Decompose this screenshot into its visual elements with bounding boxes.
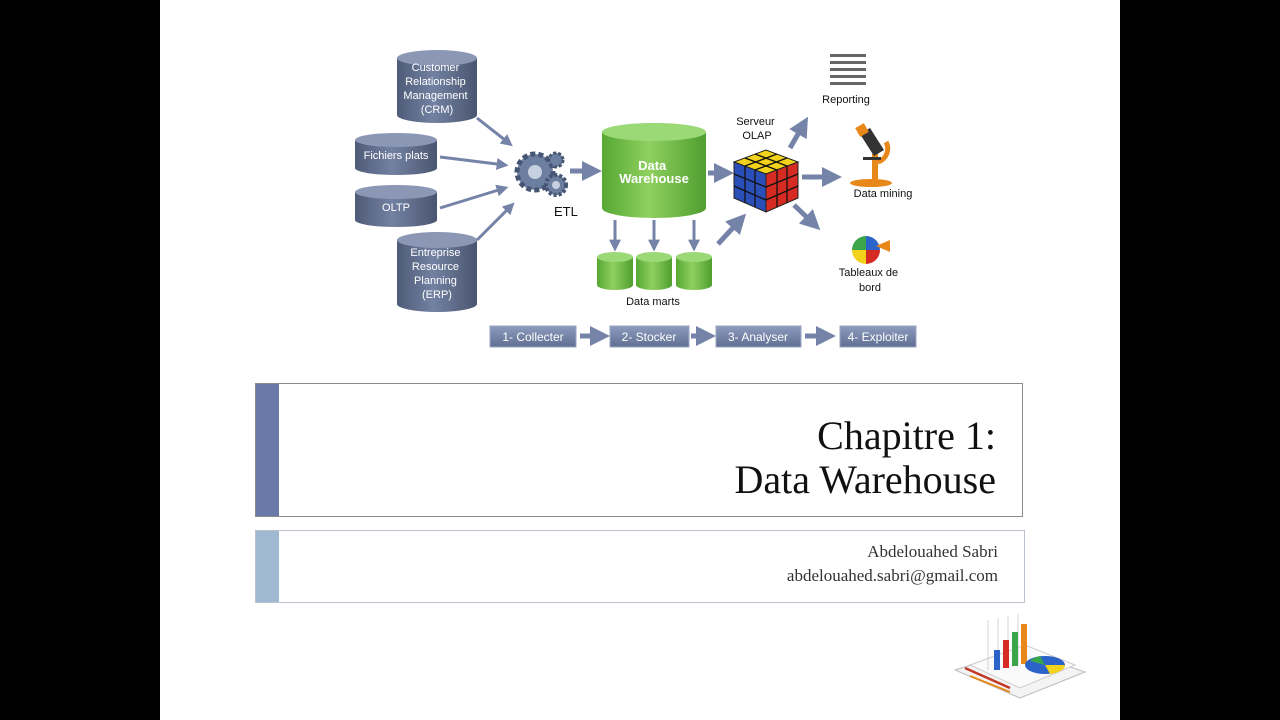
olap-arrows [708, 163, 747, 246]
crm-text-3: Management [403, 90, 467, 102]
output-arrows [787, 116, 842, 231]
warehouse-label-2: Warehouse [619, 171, 689, 186]
charts-clipart-icon [953, 614, 1087, 699]
step-stocker: 2- Stocker [609, 325, 690, 348]
olap-label-1: Serveur [736, 116, 775, 128]
olap-cube-icon [732, 149, 800, 213]
author-email: abdelouahed.sabri@gmail.com [786, 566, 998, 585]
slide: Customer Relationship Management (CRM) F… [160, 0, 1120, 720]
slide-title: Chapitre 1: Data Warehouse [735, 414, 996, 502]
gears-icon [514, 151, 568, 197]
step-analyser-label: 3- Analyser [728, 330, 788, 344]
step-exploiter-label: 4- Exploiter [848, 330, 909, 344]
svg-text:Tableaux de bord: Tableaux de bord [839, 267, 901, 294]
microscope-icon [850, 123, 892, 187]
crm-text-4: (CRM) [421, 104, 453, 116]
olap-label-2: OLAP [742, 130, 771, 142]
subtitle-accent-bar [256, 531, 279, 602]
warehouse-label-1: Data [638, 158, 667, 173]
erp-text-3: Planning [414, 275, 457, 287]
title-line-1: Chapitre 1: [817, 413, 996, 458]
step-exploiter: 4- Exploiter [839, 325, 917, 348]
author-name: Abdelouahed Sabri [867, 542, 998, 561]
erp-text-4: (ERP) [422, 289, 452, 301]
reporting-icon [830, 54, 866, 85]
pie-chart-icon [852, 236, 890, 264]
source-arrows [439, 116, 515, 242]
step-stocker-label: 2- Stocker [622, 330, 677, 344]
data-marts-label: Data marts [626, 296, 680, 308]
svg-text:Serveur OLAP: Serveur OLAP [736, 116, 778, 142]
source-erp: Entreprise Resource Planning (ERP) [397, 232, 477, 312]
subtitle-box: Abdelouahed Sabri abdelouahed.sabri@gmai… [255, 530, 1025, 603]
dw-architecture-diagram: Customer Relationship Management (CRM) F… [355, 50, 917, 348]
step-analyser: 3- Analyser [715, 325, 802, 348]
data-marts [597, 252, 712, 290]
data-warehouse-cylinder: Data Warehouse [602, 123, 706, 218]
datamart-arrows [609, 220, 700, 252]
erp-text-2: Resource [412, 261, 459, 273]
step-collecter: 1- Collecter [489, 325, 577, 348]
crm-text-1: Customer [412, 62, 460, 74]
title-box: Chapitre 1: Data Warehouse [255, 383, 1023, 517]
author-info: Abdelouahed Sabri abdelouahed.sabri@gmai… [787, 540, 998, 588]
fichiers-plats-label: Fichiers plats [364, 150, 429, 162]
erp-text-1: Entreprise [410, 247, 460, 259]
etl-label: ETL [554, 204, 578, 219]
source-oltp: OLTP [355, 185, 437, 227]
tableaux-label-2: bord [859, 282, 881, 294]
title-line-2: Data Warehouse [734, 457, 996, 502]
reporting-label: Reporting [822, 94, 870, 106]
svg-text:Data Warehouse: Data Warehouse [619, 158, 689, 186]
step-collecter-label: 1- Collecter [502, 330, 563, 344]
tableaux-label-1: Tableaux de [839, 267, 898, 279]
oltp-label: OLTP [382, 202, 410, 214]
svg-text:Customer Relationship: Customer Relationship Management (CRM) [403, 62, 470, 116]
data-mining-label: Data mining [854, 188, 913, 200]
crm-text-2: Relationship [405, 76, 466, 88]
svg-text:Entreprise Resource: Entreprise Resource Planning (ERP) [410, 247, 463, 301]
source-fichiers-plats: Fichiers plats [355, 133, 437, 175]
title-accent-bar [256, 384, 279, 516]
